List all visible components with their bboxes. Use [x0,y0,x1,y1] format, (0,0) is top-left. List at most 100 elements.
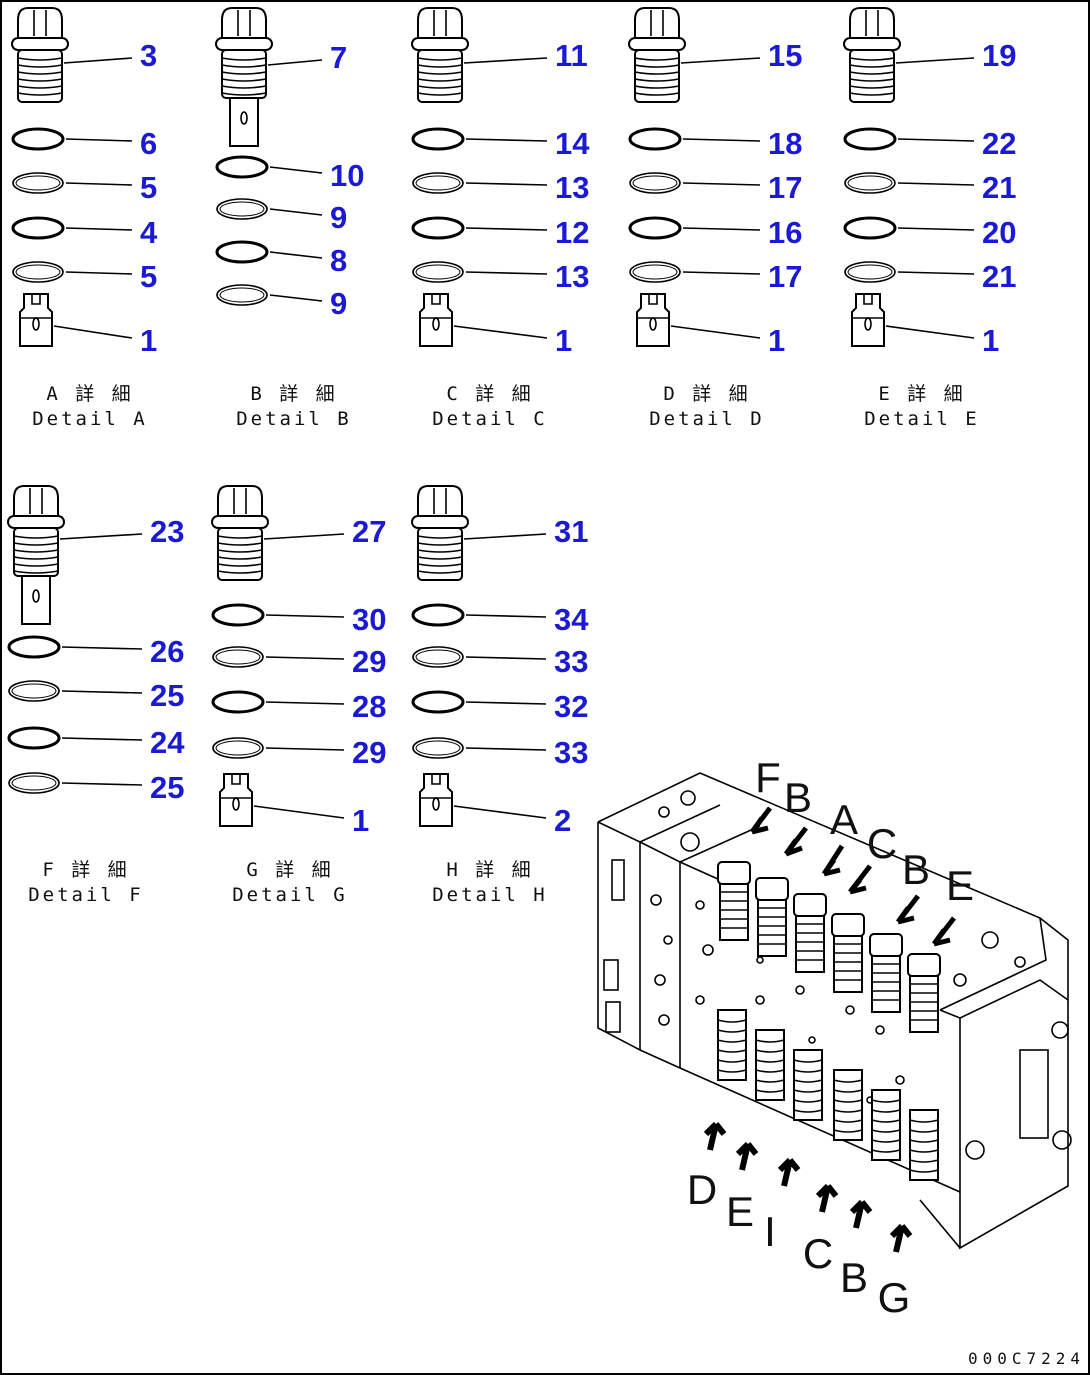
plug-body [417,49,463,103]
plug-body [634,49,680,103]
block-plug-body [795,915,825,973]
leader-line [61,690,143,694]
plug-flange [628,37,686,51]
leader-line [670,325,761,339]
callout-number: 28 [352,689,386,724]
leader-line [453,805,547,819]
o-ring [411,216,465,240]
valve-block-body [597,772,1072,1250]
leader-line [263,533,345,540]
block-plug-body [833,935,863,993]
plug-head [849,7,895,39]
callout-number: 19 [982,38,1016,73]
o-ring [412,646,464,668]
plug-head [217,485,263,517]
leader-line [465,701,547,705]
leader-line [63,57,133,64]
detail-caption-en: Detail G [232,884,348,906]
o-ring [11,216,65,240]
leader-line [65,227,133,231]
plug-head [17,7,63,39]
callout-number: 22 [982,126,1016,161]
detail-caption-en: Detail H [432,884,548,906]
o-ring [412,261,464,283]
leader-line [269,166,323,174]
leader-line [53,325,133,339]
assembly-label-top: B [902,846,930,893]
o-ring [843,216,897,240]
callout-number: 33 [554,644,588,679]
plug-body [17,49,63,103]
leader-line [269,251,323,259]
o-ring [412,172,464,194]
block-plug-head [755,877,789,901]
o-ring [629,261,681,283]
callout-number: 25 [150,678,184,713]
poppet [419,293,453,347]
leader-line [897,271,975,275]
detail-caption-en: Detail C [432,408,548,430]
block-plug-head [907,953,941,977]
leader-line [897,182,975,186]
callout-number: 25 [150,770,184,805]
leader-line [682,138,761,142]
o-ring [628,127,682,151]
o-ring [216,198,268,220]
o-ring [8,680,60,702]
o-ring [216,284,268,306]
valve-block-plugs [717,861,941,1181]
callout-number: 4 [140,215,158,250]
detail-caption-en: Detail D [649,408,765,430]
block-plug-head [717,861,751,885]
leader-line [885,325,975,339]
assembly-label-bottom: E [726,1188,754,1235]
assembly-label-bottom: C [803,1230,833,1277]
leader-line [61,782,143,786]
o-ring [212,646,264,668]
callout-number: 2 [554,803,571,838]
leader-line [265,747,345,751]
detail-caption-ja: H 詳 細 [446,859,533,881]
leader-line [61,646,143,650]
o-ring [844,261,896,283]
o-ring [7,726,61,750]
assembly-label-bottom: I [764,1208,776,1255]
block-plug-body [871,955,901,1013]
leader-line [465,227,548,231]
leader-line [465,182,548,186]
detail-caption-ja: F 詳 細 [42,859,129,881]
o-ring [215,155,269,179]
callout-number: 13 [555,170,589,205]
leader-line [465,271,548,275]
callout-number: 15 [768,38,802,73]
callout-number: 31 [554,514,588,549]
callout-number: 8 [330,243,347,278]
detail-caption-en: Detail B [236,408,352,430]
plug-body [217,527,263,581]
leader-line [895,57,975,64]
plug-body [849,49,895,103]
detail-caption-ja: G 詳 細 [246,859,333,881]
callout-number: 29 [352,644,386,679]
o-ring [411,603,465,627]
plug-head [417,7,463,39]
o-ring [629,172,681,194]
callout-number: 21 [982,170,1016,205]
o-ring [412,737,464,759]
callout-number: 5 [140,170,157,205]
o-ring [12,172,64,194]
detail-caption-en: Detail A [32,408,148,430]
leader-line [897,227,975,231]
callout-number: 17 [768,259,802,294]
assembly-label-bottom: D [687,1166,717,1213]
assembly-label-top: B [784,774,812,821]
